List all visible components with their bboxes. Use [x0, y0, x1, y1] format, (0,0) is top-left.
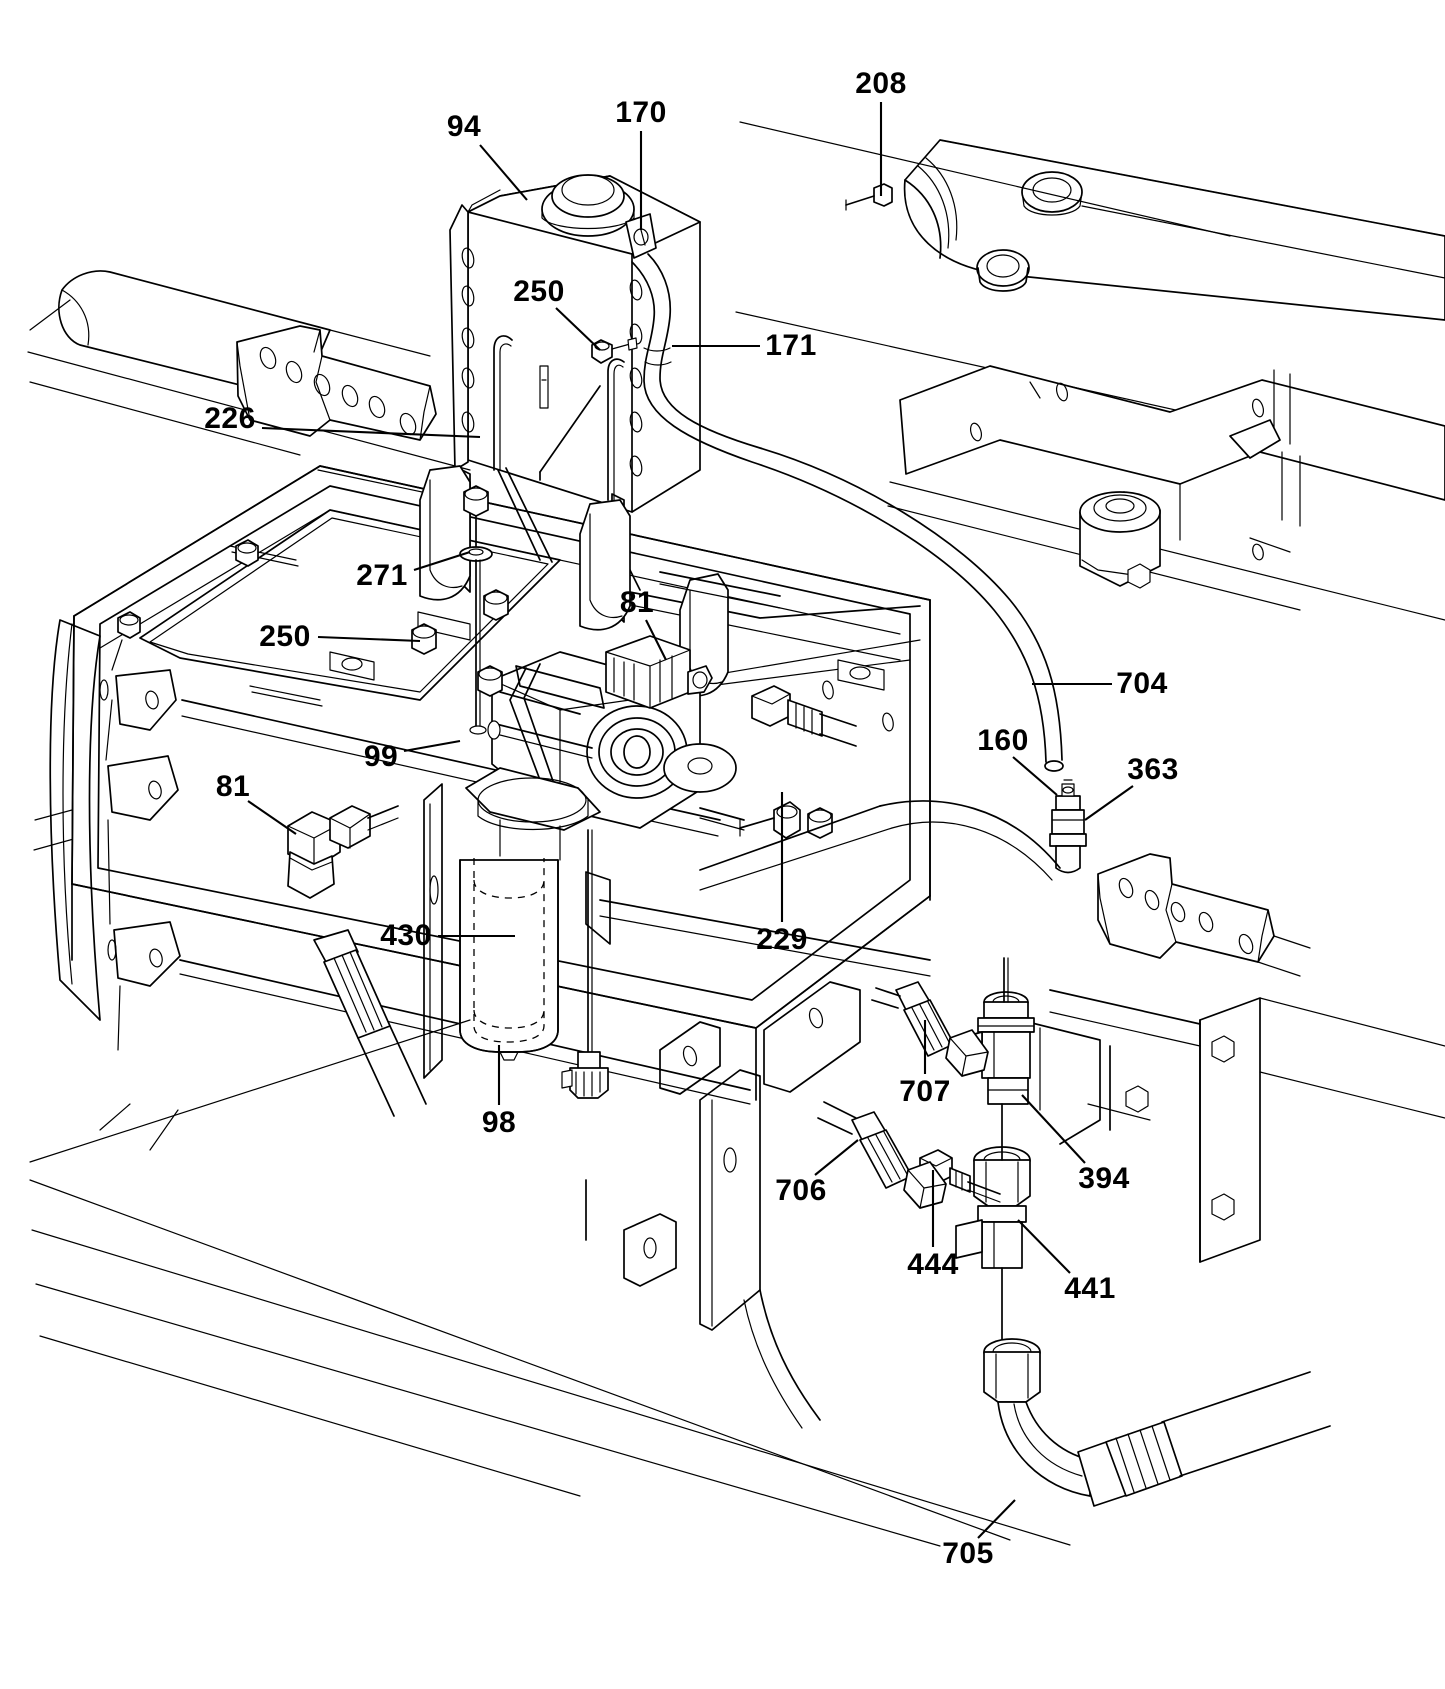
right-lower-bracket — [1097, 853, 1311, 977]
callout-394: 394 — [1078, 1162, 1130, 1195]
right-deck-plates — [735, 121, 1445, 621]
part-706-hose-assembly — [817, 1101, 947, 1209]
leader-line-81 — [247, 800, 297, 835]
leader-line-271 — [413, 551, 471, 571]
callout-99: 99 — [363, 740, 399, 773]
part-94-reservoir-tank — [449, 174, 701, 513]
bottom-center-frame — [585, 1069, 821, 1429]
part-363-drain-valve — [1049, 779, 1087, 874]
part-208-bolt — [845, 183, 893, 211]
part-444-adapter-nipple — [919, 1149, 1001, 1203]
right-vertical-plate — [1003, 989, 1445, 1263]
callout-81: 81 — [215, 770, 251, 803]
engine-mount-block — [1079, 491, 1161, 589]
callout-226: 226 — [204, 402, 256, 435]
part-705-elbow-hose-assembly — [983, 1338, 1331, 1507]
leader-line-441 — [1017, 1219, 1071, 1274]
leader-line-250 — [555, 307, 601, 351]
leader-lines — [247, 102, 1134, 1539]
part-271-stud-washer — [459, 485, 493, 735]
part-81-solenoid-block — [605, 635, 713, 709]
callout-707: 707 — [899, 1075, 951, 1108]
callout-271: 271 — [356, 559, 408, 592]
hose-assembly-left-lower — [313, 929, 427, 1117]
leader-line-99 — [403, 739, 461, 753]
part-707-hose-assembly — [871, 981, 989, 1077]
callout-444: 444 — [907, 1248, 959, 1281]
leader-line-394 — [1021, 1094, 1086, 1164]
part-171-704-hose — [631, 253, 1064, 772]
part-226-mounting-bracket — [236, 325, 437, 441]
frame-hex-bolt-b — [807, 807, 833, 839]
part-430-filter-element — [459, 858, 559, 1061]
leader-line-81 — [645, 619, 667, 661]
callout-229: 229 — [756, 923, 808, 956]
callout-94: 94 — [446, 110, 482, 143]
pump-filter-head-assembly — [465, 635, 737, 861]
leader-line-705 — [977, 1499, 1016, 1539]
leader-line-226 — [261, 426, 481, 439]
part-98-sensor-connector — [561, 829, 609, 1099]
upper-right-cylinder — [903, 139, 1445, 321]
background-pipe-right — [699, 800, 1061, 891]
rear-support-plates — [317, 465, 781, 697]
part-250-tray-hex-nut — [411, 623, 437, 655]
tray-hose-fitting-right — [751, 685, 857, 747]
callout-706: 706 — [775, 1174, 827, 1207]
callout-171: 171 — [765, 329, 817, 362]
callout-430: 430 — [380, 919, 432, 952]
callout-250: 250 — [259, 620, 311, 653]
leader-line-250 — [317, 635, 421, 643]
part-441-union-coupling — [955, 1103, 1031, 1363]
callout-704: 704 — [1116, 667, 1168, 700]
callout-81: 81 — [619, 586, 655, 619]
callout-98: 98 — [481, 1106, 517, 1139]
callout-441: 441 — [1064, 1272, 1116, 1305]
callout-160: 160 — [977, 724, 1029, 757]
callout-170: 170 — [615, 96, 667, 129]
leader-line-160 — [1012, 756, 1058, 796]
leader-line-706 — [814, 1139, 859, 1176]
callout-705: 705 — [942, 1537, 994, 1570]
leader-line-363 — [1084, 785, 1134, 821]
leader-line-94 — [479, 144, 528, 201]
part-81-left-elbow-fitting — [287, 805, 399, 899]
callout-208: 208 — [855, 67, 907, 100]
bottom-deck-rails — [29, 1019, 1071, 1547]
frame-hex-bolt-a — [483, 589, 509, 621]
callout-363: 363 — [1127, 753, 1179, 786]
part-250-riser-hex-nut — [477, 665, 503, 697]
callout-250: 250 — [513, 275, 565, 308]
part-229-pin — [699, 801, 801, 839]
